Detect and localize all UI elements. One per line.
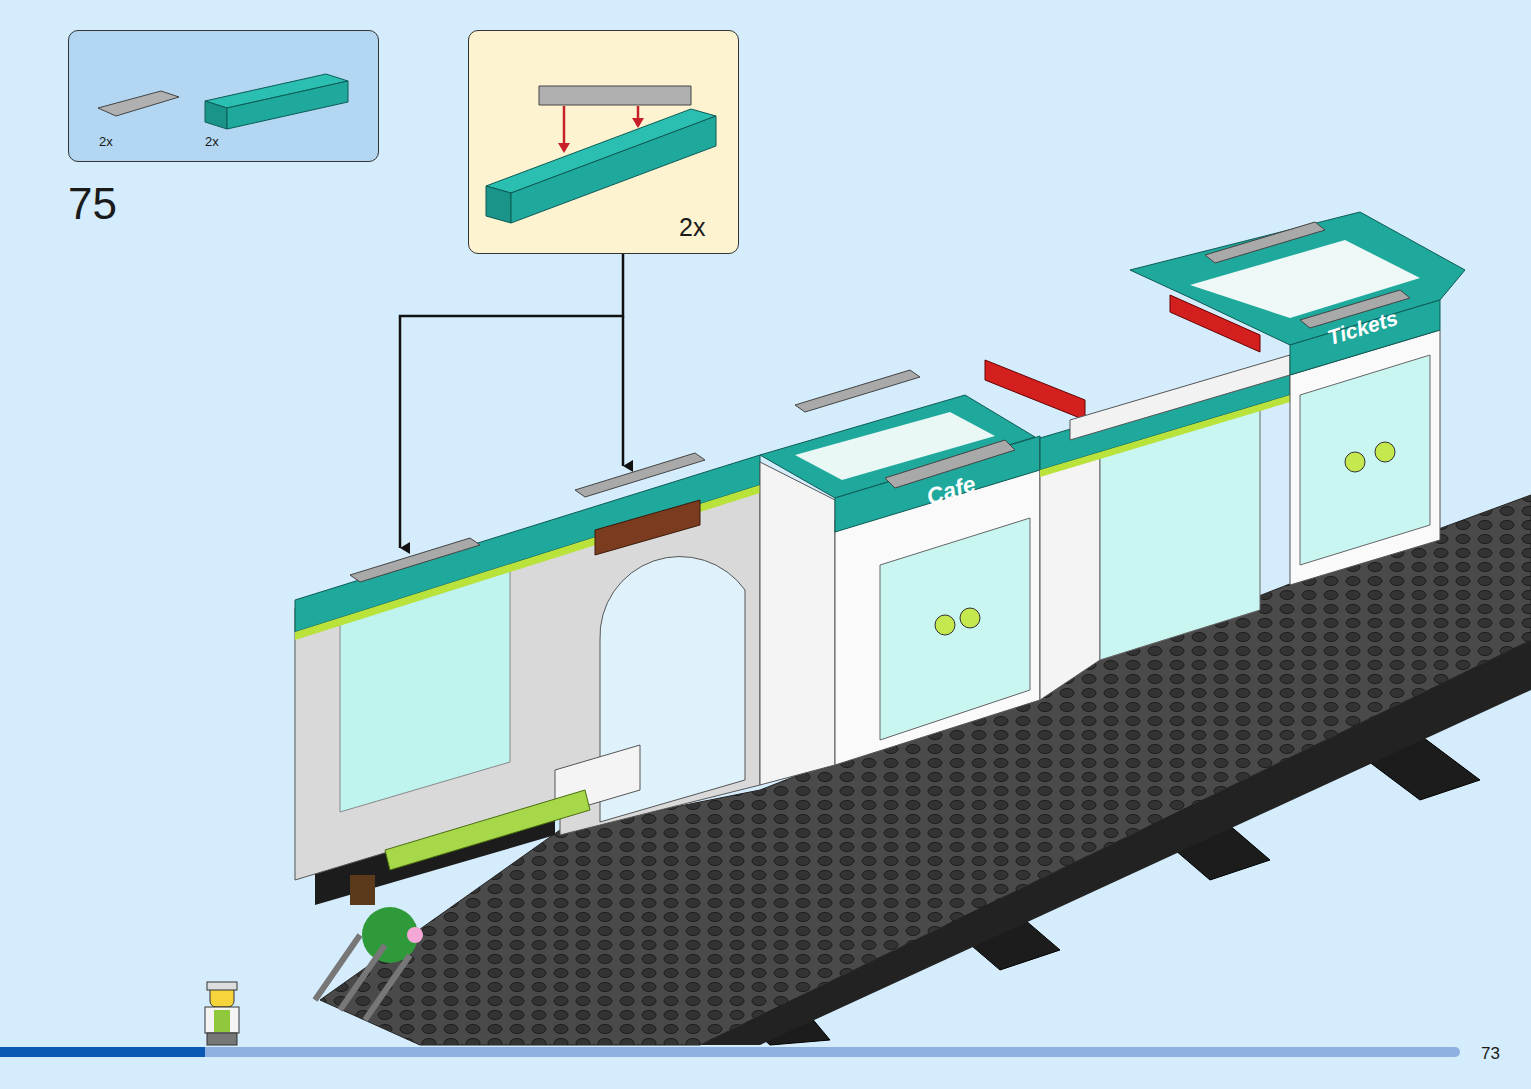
quantity-label: 2x [679,215,705,240]
quantity-label: 2x [99,135,113,148]
step-number: 75 [68,182,117,226]
parts-list-panel: 2x 2x [68,30,379,162]
quantity-label: 2x [205,135,219,148]
page-number: 73 [1481,1045,1500,1062]
part-drawing [69,31,379,162]
callout-box: 2x [468,30,739,254]
